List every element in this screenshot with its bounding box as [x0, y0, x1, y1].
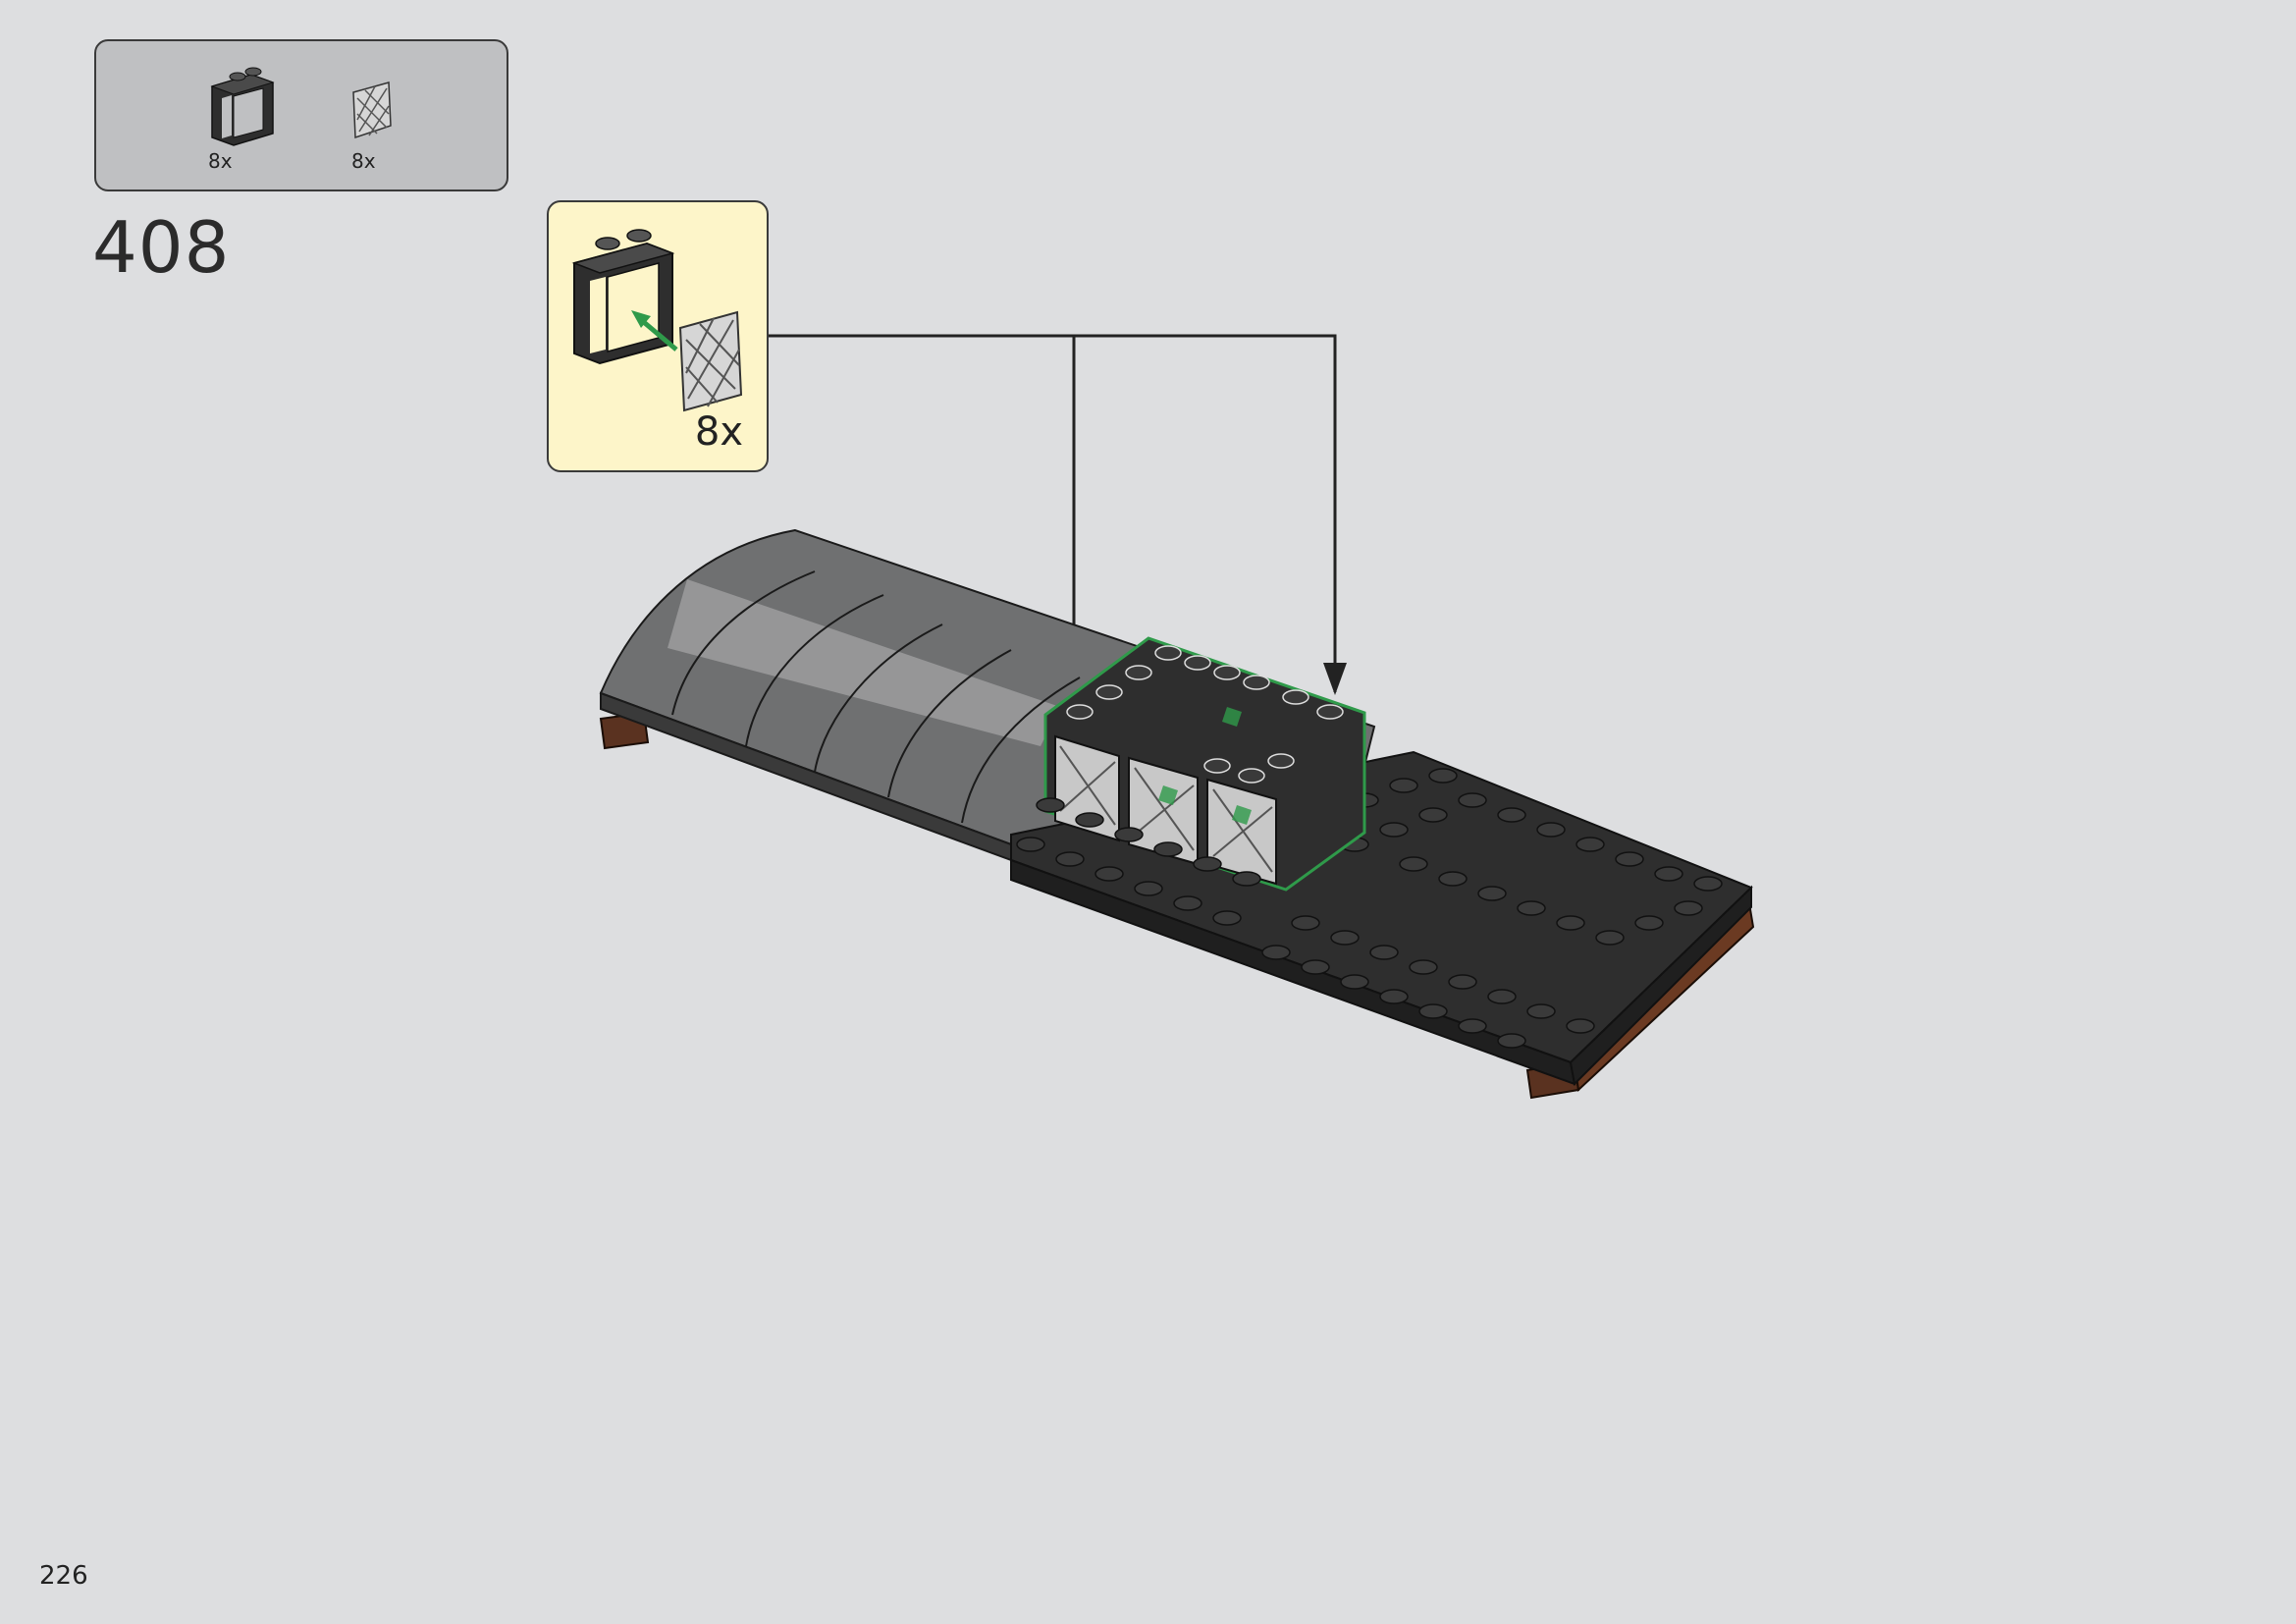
callout-qty: 8x — [694, 409, 743, 455]
part-lattice-glass: 8x — [351, 81, 400, 173]
window-wall-assembly — [1036, 636, 1366, 892]
lattice-glass-icon — [352, 81, 392, 139]
part-qty: 8x — [208, 149, 233, 173]
sub-assembly-illustration — [571, 229, 743, 412]
page-number: 226 — [39, 1561, 88, 1591]
part-window-frame: 8x — [208, 61, 277, 173]
parts-list-box: 8x 8x — [94, 39, 508, 191]
window-frame-icon — [210, 67, 275, 146]
arrow-right — [1323, 663, 1347, 695]
part-qty: 8x — [351, 149, 376, 173]
sub-assembly-callout: 8x — [547, 200, 769, 472]
step-number: 408 — [92, 206, 231, 289]
